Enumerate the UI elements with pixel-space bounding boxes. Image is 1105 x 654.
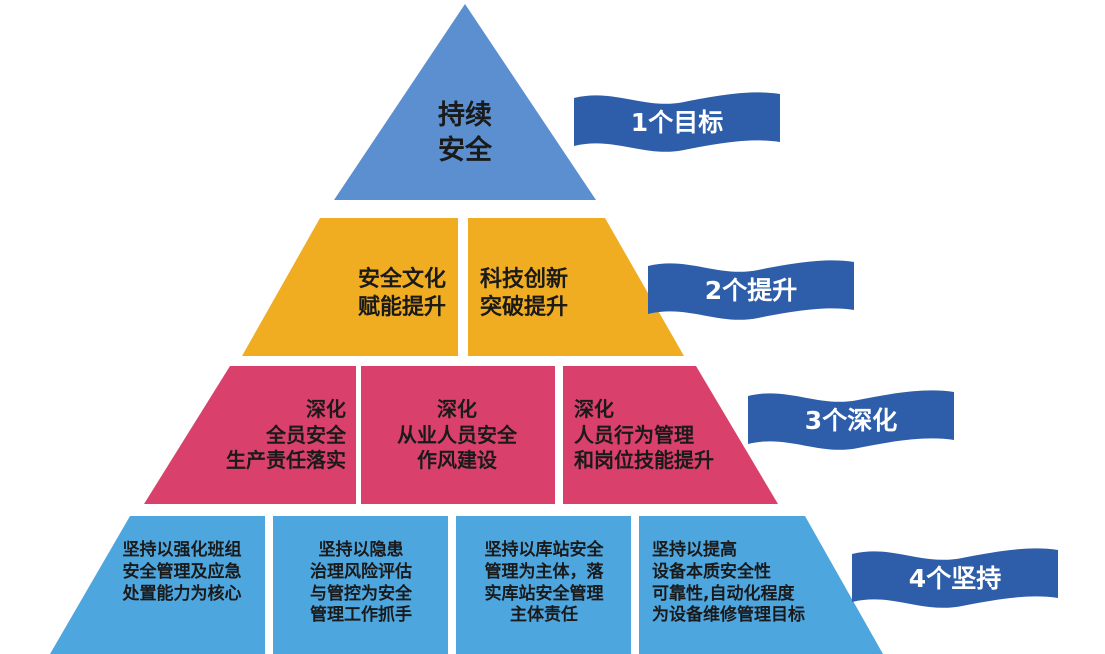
level4-block-4 (639, 516, 883, 654)
level2-left-line: 赋能提升 (357, 295, 446, 321)
level3-middle-line: 从业人员安全 (397, 422, 517, 447)
level4-text-1: 坚持以强化班组 安全管理及应急 处置能力为核心 (96, 540, 268, 605)
ribbon-4: 4个坚持 (852, 544, 1058, 610)
level3-left-line: 全员安全 (266, 422, 346, 447)
level3-right-line: 和岗位技能提升 (574, 448, 714, 473)
level2-left-text: 安全文化 赋能提升 (310, 266, 446, 322)
level2-right-block (468, 218, 684, 356)
ribbon-2-label: 2个提升 (704, 276, 798, 305)
level4-text-4: 坚持以提高 设备本质安全性 可靠性,自动化程度 为设备维修管理目标 (652, 540, 852, 627)
level3-left-line: 深化 (306, 397, 346, 421)
level4-line: 坚持以强化班组 (122, 540, 242, 560)
level4-line: 安全管理及应急 (122, 561, 242, 582)
level3-right-line: 深化 (574, 397, 614, 421)
level2-right-line: 科技创新 (480, 267, 569, 292)
level3-left-line: 生产责任落实 (226, 448, 346, 473)
ribbon-1: 1个目标 (574, 88, 780, 154)
level2-right-line: 突破提升 (480, 295, 569, 321)
level4-line: 坚持以库站安全 (484, 540, 604, 560)
ribbon-shape (748, 390, 954, 450)
level3-right-text: 深化 人员行为管理 和岗位技能提升 (574, 397, 754, 474)
level4-line: 实库站安全管理 (484, 583, 604, 604)
ribbon-shape (852, 548, 1058, 608)
ribbon-3-label: 3个深化 (804, 406, 898, 435)
level3-middle-text: 深化 从业人员安全 作风建设 (364, 397, 550, 474)
ribbon-shape (574, 92, 780, 152)
apex-text: 持续 安全 (400, 98, 530, 168)
level4-line: 管理工作抓手 (310, 605, 412, 626)
level4-line: 处置能力为核心 (122, 583, 242, 604)
ribbon-2: 2个提升 (648, 256, 854, 322)
ribbon-shape (648, 260, 854, 320)
level4-line: 治理风险评估 (310, 561, 412, 582)
level4-text-3: 坚持以库站安全 管理为主体，落 实库站安全管理 主体责任 (458, 540, 630, 627)
level3-middle-block (361, 366, 555, 504)
level4-line: 管理为主体，落 (484, 561, 604, 582)
ribbon-1-label: 1个目标 (630, 108, 724, 137)
level3-middle-line: 深化 (437, 397, 477, 421)
level2-left-line: 安全文化 (357, 267, 446, 292)
level3-left-block (144, 366, 356, 504)
level2-right-text: 科技创新 突破提升 (480, 266, 640, 322)
level2-left-block (242, 218, 458, 356)
ribbon-3: 3个深化 (748, 386, 954, 452)
level4-line: 与管控为安全 (310, 583, 412, 604)
level4-block-1 (50, 516, 265, 654)
level3-middle-line: 作风建设 (417, 448, 497, 473)
level3-right-line: 人员行为管理 (574, 422, 694, 447)
level4-line: 主体责任 (510, 605, 578, 626)
apex-triangle (334, 4, 596, 200)
level4-text-2: 坚持以隐患 治理风险评估 与管控为安全 管理工作抓手 (276, 540, 446, 627)
level3-left-text: 深化 全员安全 生产责任落实 (186, 397, 346, 474)
level4-line: 坚持以隐患 (318, 540, 404, 560)
level4-line: 为设备维修管理目标 (652, 605, 805, 626)
level4-block-2 (273, 516, 448, 654)
level4-block-3 (456, 516, 631, 654)
ribbon-4-label: 4个坚持 (908, 564, 1002, 593)
apex-line: 持续 (438, 100, 492, 131)
level3-right-block (563, 366, 778, 504)
level4-line: 设备本质安全性 (652, 561, 771, 582)
apex-line: 安全 (438, 135, 492, 167)
level4-line: 坚持以提高 (652, 540, 737, 560)
level4-line: 可靠性,自动化程度 (652, 583, 795, 604)
